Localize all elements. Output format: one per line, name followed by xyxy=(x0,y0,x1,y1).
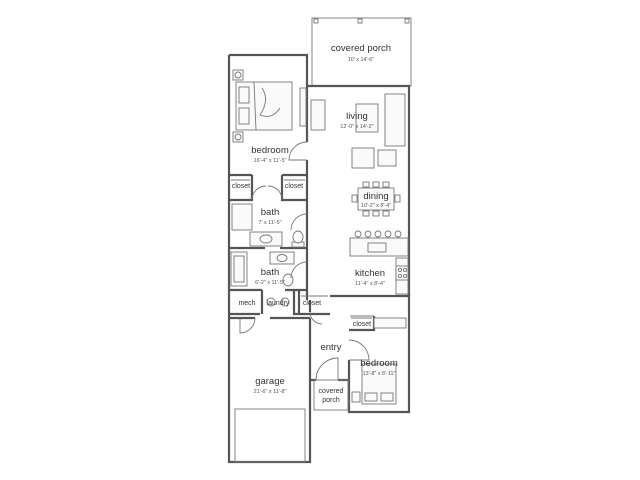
nightstand xyxy=(232,69,244,81)
basin-2 xyxy=(276,254,288,262)
bed-blanket xyxy=(253,81,281,131)
bar-stool xyxy=(354,230,362,238)
room-name-kitchen: kitchen xyxy=(355,268,385,279)
door-swing xyxy=(348,339,370,361)
room-dims-covered-porch: 10' x 14'-6" xyxy=(348,57,375,63)
walls xyxy=(227,17,412,464)
nightstand xyxy=(232,131,244,143)
room-dims-bath-main: 7' x 11'-5" xyxy=(258,220,281,226)
bathtub xyxy=(230,251,248,287)
garage-door-line xyxy=(234,408,306,463)
bar-stool xyxy=(384,230,392,238)
room-name-bedroom-2: bedroom xyxy=(360,358,398,369)
room-dims-kitchen: 11'-4" x 8'-4" xyxy=(355,281,385,287)
burner xyxy=(402,267,408,273)
bathtub-inner xyxy=(233,255,245,283)
dryer xyxy=(280,297,290,307)
room-dims-garage: 21'-6" x 11'-8" xyxy=(254,389,287,395)
room-name-closet-hall: closet xyxy=(303,300,321,307)
room-name-closet-left: closet xyxy=(232,183,250,190)
dining-chair xyxy=(351,194,358,203)
room-name-living: living xyxy=(346,111,368,122)
door-swing xyxy=(251,185,267,201)
armchair xyxy=(377,149,397,167)
porch-post xyxy=(357,18,363,24)
room-name-dining: dining xyxy=(363,191,388,202)
lamp xyxy=(234,133,242,141)
bar-stool xyxy=(394,230,402,238)
porch-front-outline xyxy=(313,379,349,411)
room-name-laundry: laundry xyxy=(267,300,290,307)
pillow xyxy=(380,392,394,402)
vanity-2 xyxy=(269,251,295,265)
exterior-wall-bed2 xyxy=(347,294,411,414)
room-dims-bedroom: 16'-4" x 11'-5" xyxy=(254,158,287,164)
room-name-garage: garage xyxy=(255,376,285,387)
room-dims-dining: 10'-2" x 8'-4" xyxy=(361,203,391,209)
door-swing xyxy=(290,213,308,231)
dining-table xyxy=(357,187,395,211)
porch-post xyxy=(404,18,410,24)
room-name-bath-second: bath xyxy=(261,267,280,278)
sofa xyxy=(384,93,406,147)
burner xyxy=(402,273,408,279)
dining-chair xyxy=(382,210,390,217)
wall-utility-row xyxy=(229,290,330,316)
room-name-closet-bed2: closet xyxy=(353,321,371,328)
room-name-covered-porch: covered porch xyxy=(331,43,391,54)
burner xyxy=(397,267,403,273)
dining-chair xyxy=(372,181,380,188)
toilet xyxy=(292,230,304,244)
burner xyxy=(397,273,403,279)
room-name-entry: entry xyxy=(320,342,341,353)
dining-chair xyxy=(372,210,380,217)
room-dims-bedroom-2: 13'-8" x 8'-11" xyxy=(363,371,396,377)
dining-chair xyxy=(362,181,370,188)
door-swing xyxy=(239,317,256,334)
dining-chair xyxy=(394,194,401,203)
washer xyxy=(266,297,276,307)
pillow xyxy=(364,392,378,402)
room-name-bath-main: bath xyxy=(261,207,280,218)
dining-chair xyxy=(382,181,390,188)
door-swing xyxy=(267,185,283,201)
bar-stool xyxy=(374,230,382,238)
room-name-covered-porch-front-1: covered xyxy=(319,388,344,395)
pillow xyxy=(238,86,250,104)
door-swing xyxy=(288,141,308,161)
bar-stool xyxy=(364,230,372,238)
dining-chair xyxy=(362,210,370,217)
furniture xyxy=(230,18,410,405)
dresser xyxy=(299,87,307,127)
stove xyxy=(395,265,409,281)
toilet-2 xyxy=(282,273,294,287)
nightstand xyxy=(351,391,361,403)
room-dims-living: 12'-0" x 14'-2" xyxy=(340,124,373,130)
closet-shelf xyxy=(231,179,372,319)
door-swing xyxy=(315,357,339,381)
vanity xyxy=(249,231,283,247)
shower xyxy=(231,203,253,231)
ottoman xyxy=(351,147,375,169)
room-name-mech: mech xyxy=(238,300,255,307)
pillow xyxy=(238,107,250,125)
room-dims-bath-second: 6'-2" x 11'-5" xyxy=(255,280,285,286)
tv-console xyxy=(310,99,326,131)
basin xyxy=(259,234,273,244)
room-name-covered-porch-front-2: porch xyxy=(322,397,340,404)
sink xyxy=(367,242,387,253)
wall-entry xyxy=(308,294,349,312)
door-swing xyxy=(290,261,308,279)
porch-post xyxy=(313,18,319,24)
room-name-closet-right: closet xyxy=(285,183,303,190)
room-labels: covered porch 10' x 14'-6" living 12'-0"… xyxy=(232,43,398,404)
door-swing xyxy=(309,311,323,325)
room-name-bedroom: bedroom xyxy=(251,145,289,156)
lamp xyxy=(234,71,242,79)
desk xyxy=(373,317,407,329)
coffee-table xyxy=(355,103,379,133)
